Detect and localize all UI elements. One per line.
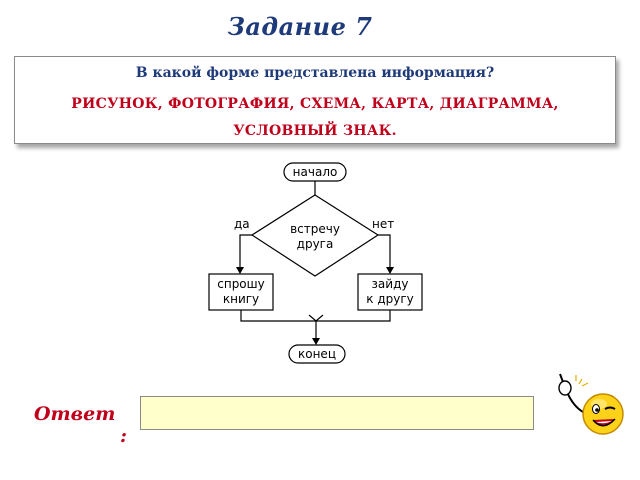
task-answer-line1: РИСУНОК, ФОТОГРАФИЯ, СХЕМА, КАРТА, ДИАГР… xyxy=(71,96,559,112)
flowchart-arrow xyxy=(386,267,394,274)
flowchart-end-label: конец xyxy=(298,347,336,361)
flowchart-decision-node xyxy=(250,194,380,277)
task-question: В какой форме представлена информация? xyxy=(135,65,495,81)
flowchart-right-label-2: к другу xyxy=(366,292,413,306)
flowchart-connector xyxy=(378,234,391,273)
flowchart-end-node xyxy=(288,344,346,364)
flowchart-yes-label: да xyxy=(234,217,250,231)
flowchart-right-label-1: зайду xyxy=(372,277,409,291)
winking-smiley-icon xyxy=(558,373,624,435)
task-answer-line2: УСЛОВНЫЙ ЗНАК. xyxy=(233,123,397,139)
flowchart-decision-label-1: встречу xyxy=(290,222,340,236)
flowchart-connector xyxy=(240,310,391,322)
answer-label: Ответ : xyxy=(34,403,134,447)
answer-input[interactable] xyxy=(140,396,534,430)
flowchart-arrow xyxy=(312,338,320,345)
flowchart-left-label-1: спрошу xyxy=(217,277,264,291)
flowchart-no-label: нет xyxy=(372,217,394,231)
task-box: В какой форме представлена информация? Р… xyxy=(14,56,616,144)
page-title: Задание 7 xyxy=(227,12,373,41)
flowchart-connector xyxy=(239,234,252,273)
flowchart-decision-label-2: друга xyxy=(297,237,334,251)
flowchart-left-process-node xyxy=(208,273,274,311)
task-answer-text: РИСУНОК, ФОТОГРАФИЯ, СХЕМА, КАРТА, ДИАГР… xyxy=(15,91,615,145)
flowchart-left-label-2: книгу xyxy=(223,292,259,306)
answer-label-colon: : xyxy=(120,425,128,447)
flowchart: начало встречу друга да нет спрошу книгу… xyxy=(196,155,444,370)
flowchart-arrow xyxy=(308,314,324,322)
flowchart-arrow xyxy=(236,267,244,274)
answer-label-text: Ответ xyxy=(34,403,116,425)
flowchart-start-label: начало xyxy=(293,165,338,179)
